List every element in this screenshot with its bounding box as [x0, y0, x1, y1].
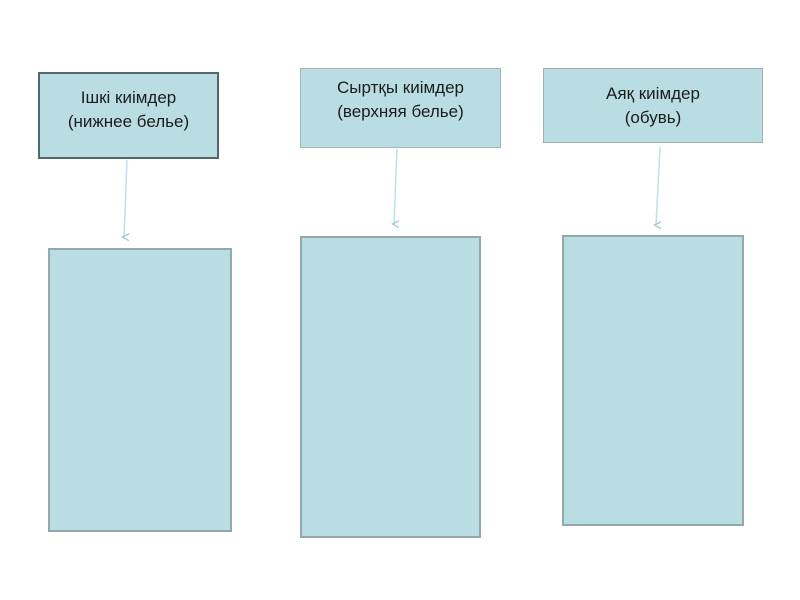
label-inner-clothing-kazakh: Ішкі киімдер — [80, 88, 177, 107]
label-outer-clothing-russian: (верхняя белье) — [337, 102, 464, 121]
label-outer-clothing-kazakh: Сыртқы киімдер — [337, 78, 464, 97]
label-footwear-russian: (обувь) — [624, 108, 682, 127]
arrow-footwear — [656, 146, 660, 225]
label-box-footwear: Аяқ киімдер (обувь) — [543, 68, 763, 143]
content-box-outer-clothing — [300, 236, 481, 538]
content-box-footwear — [562, 235, 744, 526]
arrow-inner-clothing — [124, 159, 127, 237]
content-box-inner-clothing — [48, 248, 232, 532]
label-inner-clothing-russian: (нижнее белье) — [67, 112, 190, 131]
label-box-inner-clothing: Ішкі киімдер (нижнее белье) — [38, 72, 219, 159]
label-box-outer-clothing: Сыртқы киімдер (верхняя белье) — [300, 68, 501, 148]
label-footwear-kazakh: Аяқ киімдер — [606, 84, 700, 103]
arrow-outer-clothing — [394, 148, 397, 224]
